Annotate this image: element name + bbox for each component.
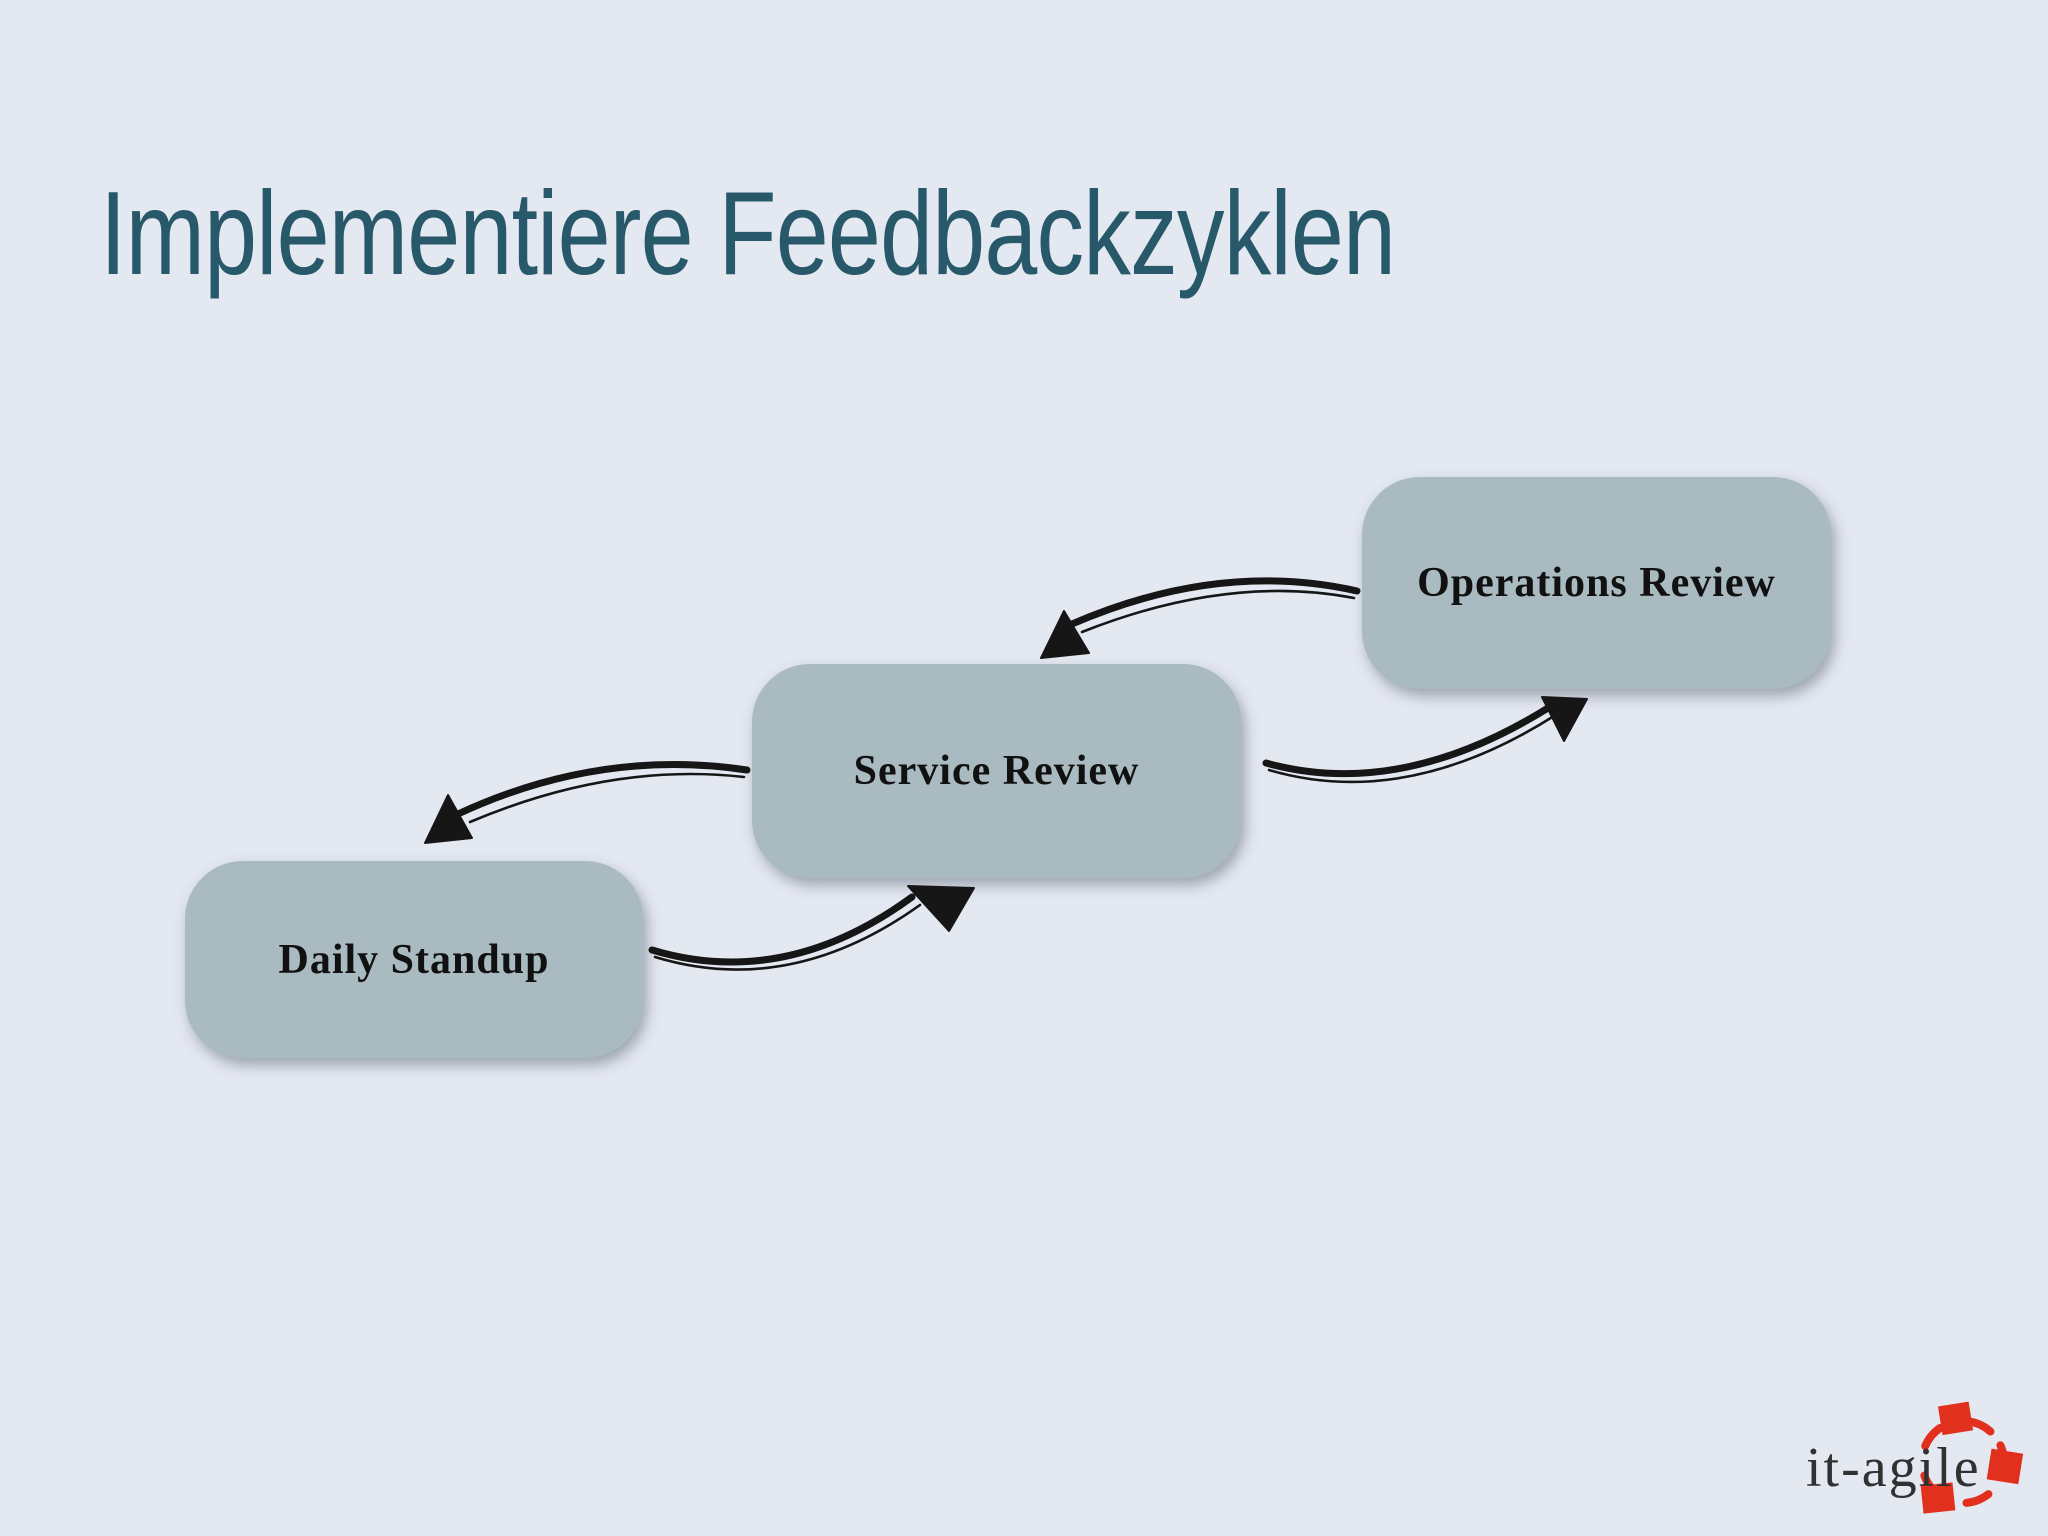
logo-square-right-icon	[1986, 1448, 2024, 1485]
arrowhead-to-service-review-bottom-icon	[907, 885, 975, 932]
arrowhead-to-service-review-top-icon	[1040, 610, 1090, 659]
logo-dashed-circle-icon	[1918, 1417, 2008, 1507]
edge-service-to-ops-shaft	[1262, 704, 1552, 778]
edge-ops-to-service	[1040, 577, 1361, 659]
node-service-review: Service Review	[752, 664, 1241, 878]
node-operations-review: Operations Review	[1362, 477, 1831, 689]
edge-service-to-daily-shaft	[454, 761, 751, 818]
node-service-review-label: Service Review	[853, 748, 1140, 794]
edge-daily-to-service-shaft-sketch	[653, 903, 922, 971]
page-title: Implementiere Feedbackzyklen	[100, 167, 1396, 300]
logo-square-top-icon	[1937, 1401, 1974, 1436]
edge-ops-to-service-shaft	[1068, 577, 1361, 628]
logo-text: it-agile	[1806, 1437, 1981, 1499]
edge-service-to-ops	[1262, 696, 1588, 784]
edge-service-to-daily-shaft-sketch	[468, 772, 746, 824]
logo-square-bottom-icon	[1920, 1482, 1956, 1514]
node-operations-review-label: Operations Review	[1417, 560, 1776, 606]
edge-ops-to-service-shaft-sketch	[1080, 589, 1356, 634]
arrowhead-to-daily-standup-icon	[424, 794, 473, 844]
node-daily-standup: Daily Standup	[185, 861, 643, 1058]
edge-service-to-ops-shaft-sketch	[1267, 714, 1556, 784]
it-agile-logo: it-agile	[1806, 1401, 2024, 1514]
edge-service-to-daily	[424, 761, 751, 844]
edge-daily-to-service	[648, 885, 975, 971]
node-daily-standup-label: Daily Standup	[278, 936, 550, 983]
edge-daily-to-service-shaft	[648, 893, 916, 966]
arrowhead-to-operations-review-icon	[1541, 696, 1588, 742]
